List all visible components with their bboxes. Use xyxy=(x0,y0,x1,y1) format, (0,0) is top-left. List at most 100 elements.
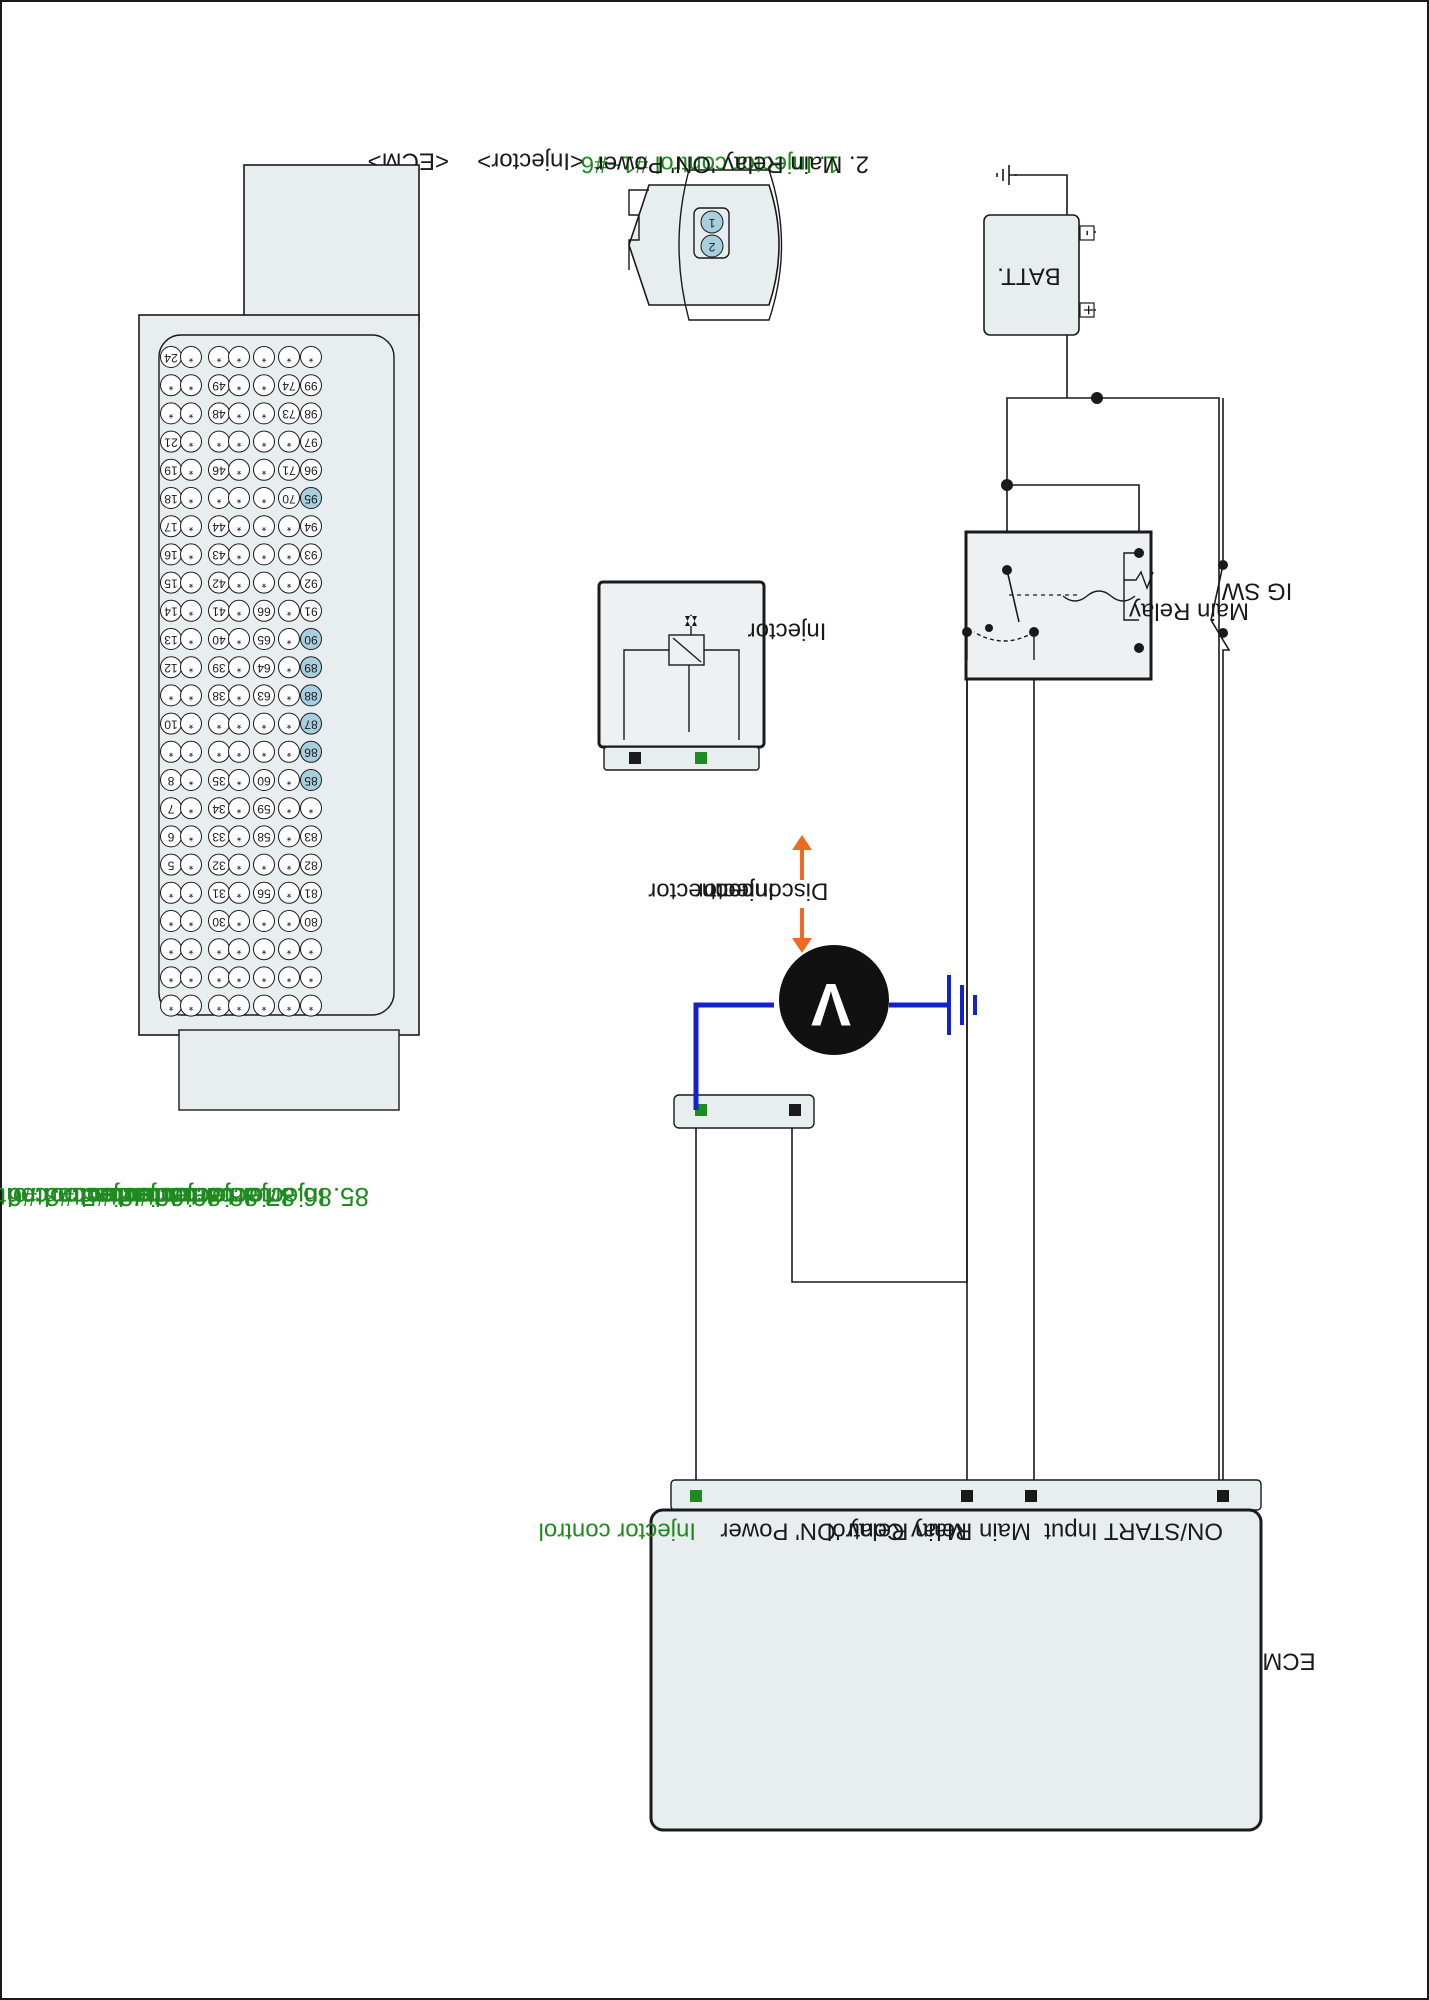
ecm-pin-label: * xyxy=(236,858,241,872)
junction-dot xyxy=(1001,479,1013,491)
ecm-pin-label: * xyxy=(188,407,193,421)
ecm-pin-4-11 xyxy=(228,628,250,650)
meter-ground-symbol xyxy=(947,975,977,1035)
ecm-label-relay-power: Main Relay 'ON' Power xyxy=(720,1518,967,1545)
ecm-pin-label: * xyxy=(286,351,291,365)
ecm-pin-label: * xyxy=(261,407,266,421)
ecm-pin-2-23 xyxy=(180,966,202,989)
ecm-pin-label: * xyxy=(286,887,291,901)
ecm-pin-5-6 xyxy=(253,487,275,509)
ecm-pin-label: * xyxy=(261,858,266,872)
ecm-pin-label: 59 xyxy=(257,802,271,816)
ecm-pin-label: 74 xyxy=(282,379,296,393)
ecm-pin-label: 34 xyxy=(212,802,226,816)
ecm-pin-label: * xyxy=(286,717,291,731)
injector-connector-pin-1 xyxy=(700,210,724,234)
injector-pin-black xyxy=(629,752,641,764)
ecm-pin-label: * xyxy=(286,746,291,760)
ecm-pin-label: 16 xyxy=(164,548,178,562)
ecm-pin-label: * xyxy=(236,943,241,957)
ecm-pin-2-2 xyxy=(180,374,202,397)
ecm-pin-5-20 xyxy=(253,881,275,904)
ecm-pin-label: * xyxy=(236,915,241,929)
ecm-pin-label: 10 xyxy=(164,717,178,731)
ecm-pin-label: 13 xyxy=(164,633,178,647)
ecm-pin-2-12 xyxy=(180,656,202,679)
ecm-pin-6-5 xyxy=(278,458,300,481)
ecm-pin-label: 82 xyxy=(304,858,318,872)
ecm-pin-label: * xyxy=(216,999,221,1013)
ecm-pin-5-14 xyxy=(253,712,275,735)
ecm-pin-7-19 xyxy=(300,853,322,876)
injector-connector-face: <Injector> 1 2 xyxy=(477,148,783,321)
ecm-pin-6-16 xyxy=(278,769,300,791)
pin-legend: 85. Injector control #2 86. Injector con… xyxy=(0,1182,369,1212)
ig-switch-lever xyxy=(1210,564,1224,621)
ecm-pin-label: 89 xyxy=(304,661,318,675)
ecm-pin-label: 86 xyxy=(304,746,318,760)
ecm-pin-6-19 xyxy=(278,853,300,876)
ecm-pin-label: 21 xyxy=(164,435,178,449)
battery-plus-sign: + xyxy=(1078,305,1098,316)
ecm-pin-4-20 xyxy=(228,881,250,904)
harness-pin-black xyxy=(789,1104,801,1116)
ecm-pin-label: 12 xyxy=(164,661,178,675)
battery-minus-sign: - xyxy=(1078,230,1098,236)
ecm-pin-7-13 xyxy=(300,684,322,707)
ecm-pin-label: * xyxy=(286,605,291,619)
ecm-pin-4-19 xyxy=(228,853,250,876)
ecm-pin-4-24 xyxy=(228,994,250,1017)
ecm-pin-label: 90 xyxy=(304,633,318,647)
ecm-pin-6-8 xyxy=(278,543,300,566)
ecm-pin-7-15 xyxy=(300,740,322,763)
ecm-pin-label: * xyxy=(188,887,193,901)
ecm-pin-label: * xyxy=(236,999,241,1013)
ecm-pin-5-21 xyxy=(253,910,275,932)
ecm-pin-label: 42 xyxy=(212,576,226,590)
ecm-pin-label: * xyxy=(188,915,193,929)
ecm-pin-2-6 xyxy=(180,487,202,509)
ecm-pin-2-5 xyxy=(180,458,202,481)
ecm-pin-label: * xyxy=(236,379,241,393)
ecm-pin-4-16 xyxy=(228,769,250,791)
ecm-pin-6-18 xyxy=(278,825,300,848)
pin-legend-88: 88. Injector control #6 xyxy=(8,1182,258,1212)
battery-body xyxy=(983,214,1080,336)
ecm-pin-2-14 xyxy=(180,712,202,735)
ecm-pin-label: * xyxy=(236,492,241,506)
injector-component: Injector xyxy=(597,580,826,771)
ecm-pin-label: * xyxy=(286,633,291,647)
ecm-pin-6-9 xyxy=(278,571,300,594)
injector-connector-title: <Injector> xyxy=(477,148,584,175)
ecm-pin-6-15 xyxy=(278,740,300,763)
ecm-pin-6-11 xyxy=(278,628,300,650)
ecm-pin-5-5 xyxy=(253,458,275,481)
ground-symbol xyxy=(996,165,1017,185)
ecm-pin-7-5 xyxy=(300,458,322,481)
ecm-pin-label: 70 xyxy=(282,492,296,506)
ecm-pin-2-3 xyxy=(180,402,202,425)
battery-label: BATT. xyxy=(997,263,1061,290)
ecm-pin-4-8 xyxy=(228,543,250,566)
ecm-pin-label: * xyxy=(216,717,221,731)
ecm-pin-6-22 xyxy=(278,938,300,961)
ecm-pin-label: * xyxy=(168,943,173,957)
ecm-pin-label: 24 xyxy=(164,351,178,365)
ecm-pin-label: 31 xyxy=(212,887,226,901)
ecm-pin-2-20 xyxy=(180,881,202,904)
ecm-pin-label: 97 xyxy=(304,435,318,449)
ecm-pin-label: 38 xyxy=(212,689,226,703)
ecm-pin-7-3 xyxy=(300,402,322,425)
ecm-pin-label: 35 xyxy=(212,774,226,788)
ecm-pin-label: 91 xyxy=(304,605,318,619)
ecm-pin-label: * xyxy=(188,633,193,647)
ecm-pin-label: * xyxy=(236,746,241,760)
ecm-pin-label: * xyxy=(236,464,241,478)
ecm-pin-label: * xyxy=(286,999,291,1013)
ecm-pin-7-18 xyxy=(300,825,322,848)
ecm-pin-label: 85 xyxy=(304,774,318,788)
ecm-pin-4-10 xyxy=(228,599,250,622)
pin-legend-87: 87. Injector control #3 xyxy=(45,1182,295,1212)
injector-plug xyxy=(603,746,760,771)
